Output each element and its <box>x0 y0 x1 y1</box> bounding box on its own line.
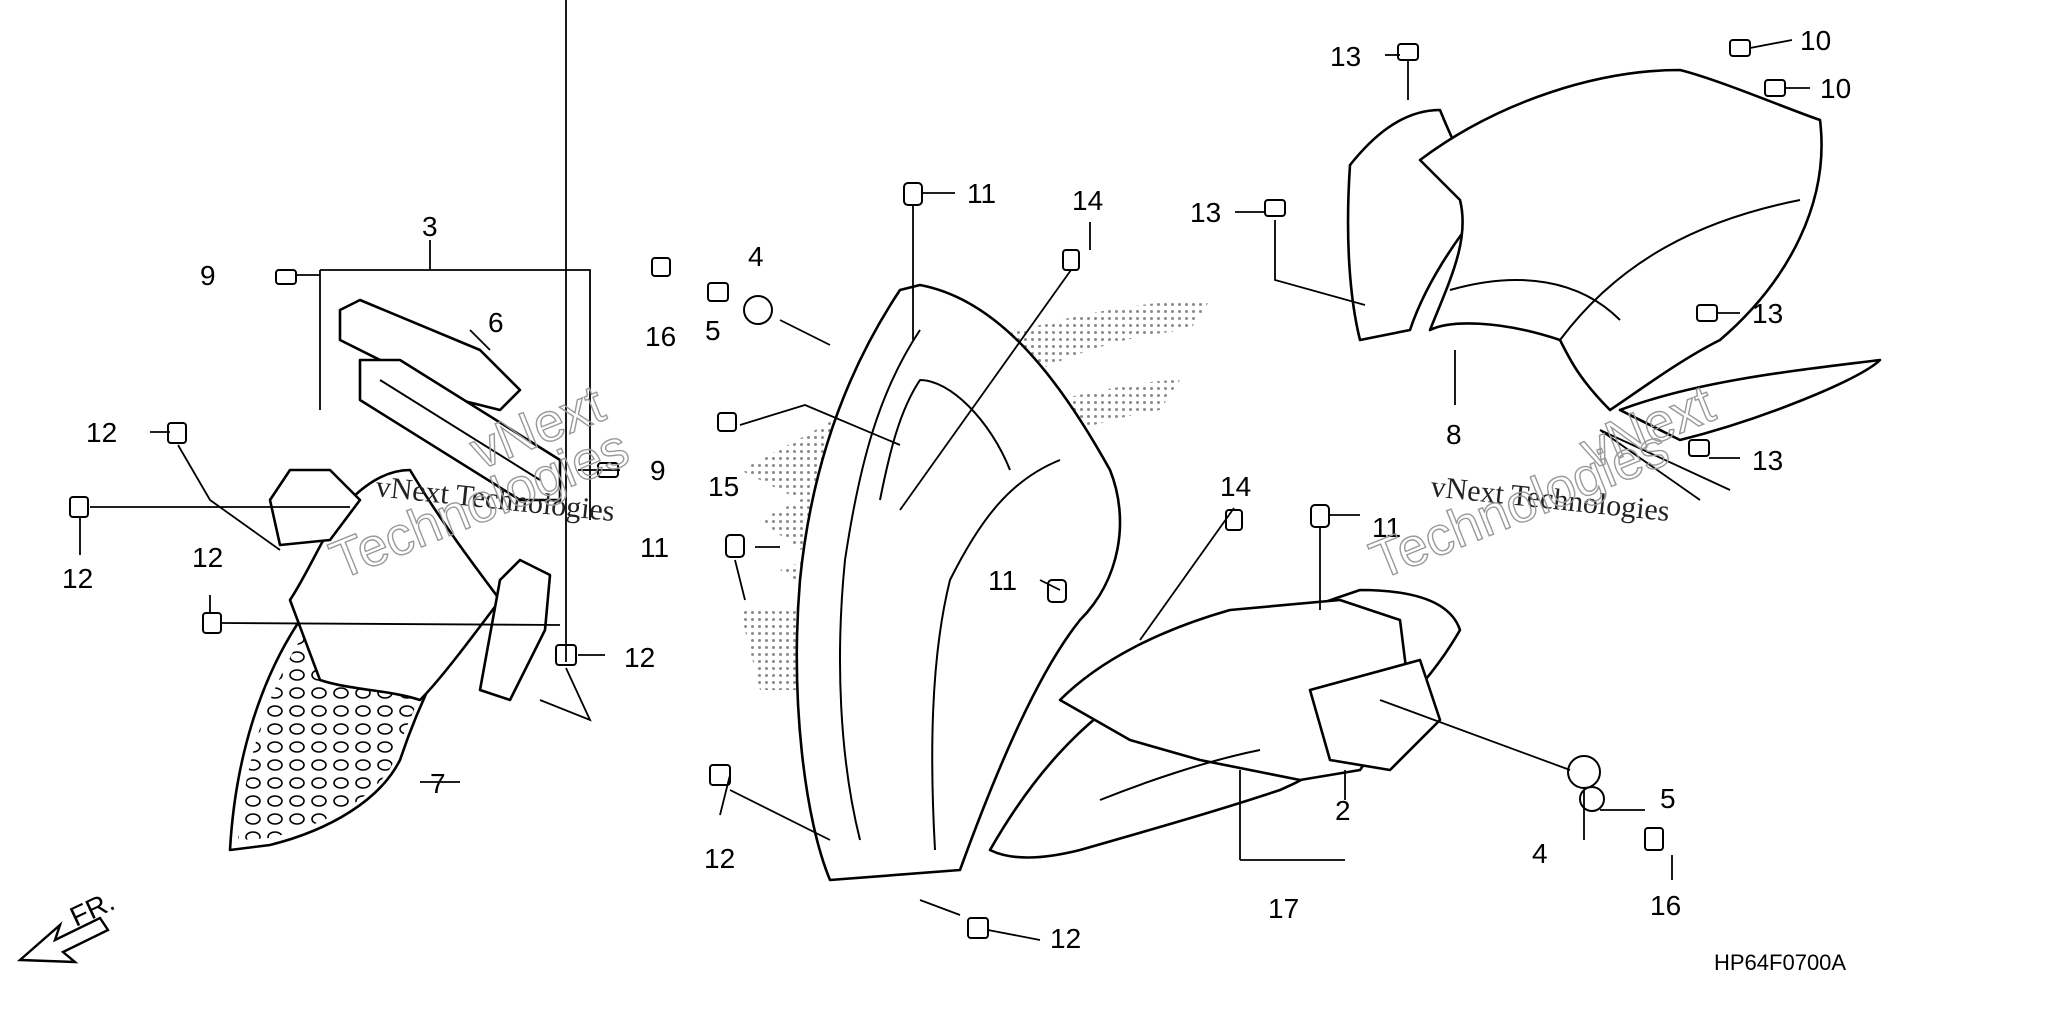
front-cowl-mesh-part <box>228 468 552 852</box>
callout-5: 5 <box>705 315 721 346</box>
callout-3: 3 <box>422 211 438 242</box>
callout-12: 12 <box>624 642 655 673</box>
callout-13: 13 <box>1190 197 1221 228</box>
callout-15: 15 <box>708 471 739 502</box>
callout-13: 13 <box>1330 41 1361 72</box>
callout-7: 7 <box>430 768 446 799</box>
front-arrow-label: FR. <box>65 885 119 932</box>
callout-12: 12 <box>1050 923 1081 954</box>
lower-cowl-part <box>988 588 1462 859</box>
callout-labels: 13 10 10 13 13 8 13 11 14 4 16 5 15 11 1… <box>62 25 1851 954</box>
center-cowl-part <box>795 283 1122 882</box>
callout-11: 11 <box>1372 512 1401 543</box>
callout-2: 2 <box>1335 795 1351 826</box>
callout-10: 10 <box>1800 25 1831 56</box>
callout-14: 14 <box>1072 185 1103 216</box>
upper-stay-bracket-part <box>338 298 562 502</box>
callout-11: 11 <box>988 565 1017 596</box>
callout-6: 6 <box>488 307 504 338</box>
fasteners <box>69 39 1786 939</box>
callout-12: 12 <box>86 417 117 448</box>
callout-8: 8 <box>1446 419 1462 450</box>
callout-9: 9 <box>650 455 666 486</box>
diagram-code: HP64F0700A <box>1714 950 1846 975</box>
callout-12: 12 <box>192 542 223 573</box>
callout-13: 13 <box>1752 445 1783 476</box>
leader-lines <box>79 0 1810 941</box>
front-direction-arrow: FR. <box>16 885 119 964</box>
callout-16: 16 <box>1650 890 1681 921</box>
callout-13: 13 <box>1752 298 1783 329</box>
callout-9: 9 <box>200 260 216 291</box>
upper-cowl-part <box>1346 68 1882 442</box>
callout-11: 11 <box>640 532 669 563</box>
callout-12: 12 <box>704 843 735 874</box>
callout-16: 16 <box>645 321 676 352</box>
callout-4: 4 <box>748 241 764 272</box>
callout-17: 17 <box>1268 893 1299 924</box>
callout-4: 4 <box>1532 838 1548 869</box>
callout-11: 11 <box>967 178 996 209</box>
callout-12: 12 <box>62 563 93 594</box>
callout-5: 5 <box>1660 783 1676 814</box>
callout-10: 10 <box>1820 73 1851 104</box>
callout-14: 14 <box>1220 471 1251 502</box>
